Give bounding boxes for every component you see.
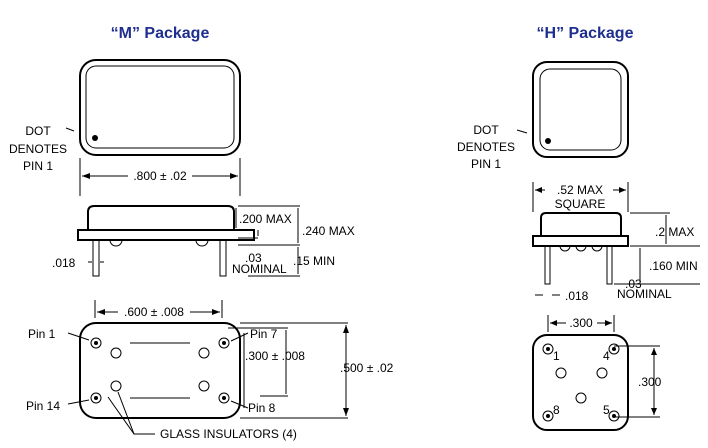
m-dot-label-1: DOT <box>25 124 51 138</box>
m-lead-min-label: .15 MIN <box>293 254 335 268</box>
m-side-view <box>77 205 300 277</box>
h-max-dimension <box>532 182 629 212</box>
h-square-label: SQUARE <box>555 197 606 211</box>
m-height-max-label: .200 MAX <box>239 212 292 226</box>
h-nominal-label: NOMINAL <box>617 287 672 301</box>
m-top-outer <box>79 59 241 156</box>
m-lead-dia-label: .018 <box>52 256 76 270</box>
m-top-view <box>65 59 241 156</box>
m-pin1-dot <box>92 135 98 141</box>
m-width-dimension <box>79 158 241 196</box>
h-pin-number-1: 1 <box>553 349 560 363</box>
h-pin-number-4: 4 <box>603 349 610 363</box>
h-dot-label-2: DENOTES <box>457 140 515 154</box>
h-pin-number-5: 5 <box>603 403 610 417</box>
m-top-inner <box>85 65 235 149</box>
h-standoff-label: .03 <box>625 277 642 291</box>
m-dot-leader <box>65 127 75 132</box>
h-dot-label-1: DOT <box>473 123 499 137</box>
m-pin8-label: Pin 8 <box>248 401 276 415</box>
m-glass-label: GLASS INSULATORS (4) <box>160 427 297 441</box>
h-height-max-label: .2 MAX <box>655 225 694 239</box>
m-row-span-label: .300 ± .008 <box>245 349 305 363</box>
m-body-height-label: .500 ± .02 <box>340 361 394 375</box>
m-pin14-label: Pin 14 <box>26 399 60 413</box>
m-package-title: “M” Package <box>111 25 210 42</box>
h-side-view <box>532 212 700 296</box>
h-package-title: “H” Package <box>537 25 634 42</box>
h-top-view <box>516 61 629 158</box>
m-overall-max-label: .240 MAX <box>302 224 355 238</box>
m-pin-span-dimension <box>94 300 223 318</box>
m-dot-label-3: PIN 1 <box>23 159 53 173</box>
h-dot-label-3: PIN 1 <box>471 157 501 171</box>
m-pin1-label: Pin 1 <box>28 327 56 341</box>
m-pin7-label: Pin 7 <box>250 327 278 341</box>
h-pin-span-dimension <box>547 315 615 332</box>
m-pin-span-label: .600 ± .008 <box>124 305 184 319</box>
h-bottom-view <box>532 334 660 431</box>
h-lead-dia-label: .018 <box>565 289 589 303</box>
h-max-dim-label: .52 MAX <box>557 183 603 197</box>
m-nominal-label: NOMINAL <box>232 262 287 276</box>
h-pin-span-side-label: .300 <box>638 375 662 389</box>
m-standoff-label: .03 <box>245 251 262 265</box>
m-dot-label-2: DENOTES <box>9 142 67 156</box>
h-pin-span-top-label: .300 <box>569 316 593 330</box>
m-width-dim-label: .800 ± .02 <box>133 169 187 183</box>
h-lead-min-label: .160 MIN <box>649 259 698 273</box>
h-pin-number-8: 8 <box>553 403 560 417</box>
m-bottom-view <box>67 322 349 435</box>
